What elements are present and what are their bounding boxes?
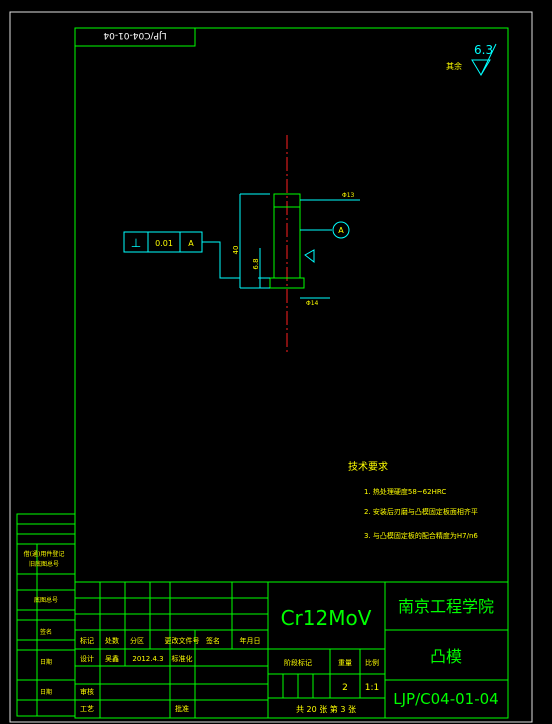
weight-header: 重量 (338, 659, 352, 667)
tolerance-value: 0.01 (155, 239, 173, 248)
header-cell-5: 签名 (206, 636, 220, 645)
header-cell-6: 年月日 (240, 636, 261, 645)
dim-step: 6.8 (252, 258, 260, 269)
design-label: 设计 (80, 654, 94, 663)
title-block-grid (74, 581, 509, 719)
perpendicularity-icon: ⊥ (131, 236, 141, 250)
dim-height: 40 (232, 246, 240, 255)
roughness-icon (471, 43, 497, 76)
tolerance-datum: A (188, 239, 194, 248)
tech-req-item-2: 2. 安装后刃磨与凸模固定板面相齐平 (364, 507, 478, 516)
design-date: 2012.4.3 (132, 655, 163, 663)
process-label: 工艺 (80, 705, 94, 713)
scale-header: 比例 (365, 658, 379, 667)
dim-diameter-top: Φ13 (342, 192, 355, 199)
drawing-number-rotated: LJP/C04-01-04 (103, 30, 167, 40)
standardization-label: 标准化 (172, 654, 193, 663)
datum-triangle-icon (304, 249, 315, 264)
roughness-value: 6.3 (474, 43, 493, 57)
approve-label: 批准 (175, 704, 189, 713)
left-label-2: 旧底图总号 (29, 560, 59, 568)
dim-diameter-bottom: Φ14 (306, 300, 319, 307)
weight-value: 2 (342, 683, 348, 693)
header-cell-1: 标记 (80, 636, 94, 645)
school-name: 南京工程学院 (398, 597, 494, 616)
left-label-5: 日期 (40, 658, 52, 666)
left-label-6: 日期 (40, 688, 52, 696)
stage-header: 阶段标记 (284, 658, 312, 667)
header-cell-3: 分区 (130, 636, 144, 645)
sheet-count: 共 20 张 第 3 张 (296, 704, 356, 714)
header-cell-2: 处数 (105, 636, 119, 645)
tech-req-item-3: 3. 与凸模固定板的配合精度为H7/n6 (364, 531, 478, 540)
part-name: 凸模 (430, 647, 462, 666)
left-label-4: 签名 (40, 628, 52, 636)
tech-req-title: 技术要求 (348, 460, 388, 473)
drawing-number-box (74, 27, 196, 47)
material: Cr12MoV (281, 606, 372, 630)
header-cell-4: 更改文件号 (165, 636, 200, 645)
roughness-label: 其余 (446, 61, 462, 71)
sheet-border (9, 11, 533, 723)
review-label: 审核 (80, 687, 94, 696)
datum-letter: A (338, 226, 344, 235)
datum-circle (332, 221, 350, 239)
tolerance-leader (202, 241, 240, 279)
drawing-number: LJP/C04-01-04 (393, 690, 498, 708)
left-label-1: 借(通)用件登记 (24, 550, 65, 558)
tech-req-item-1: 1. 热处理硬度58~62HRC (364, 487, 446, 496)
designer-name: 吴鑫 (105, 654, 119, 663)
scale-value: 1:1 (365, 683, 379, 693)
punch-head (269, 277, 305, 289)
left-label-3: 底图总号 (34, 596, 58, 604)
